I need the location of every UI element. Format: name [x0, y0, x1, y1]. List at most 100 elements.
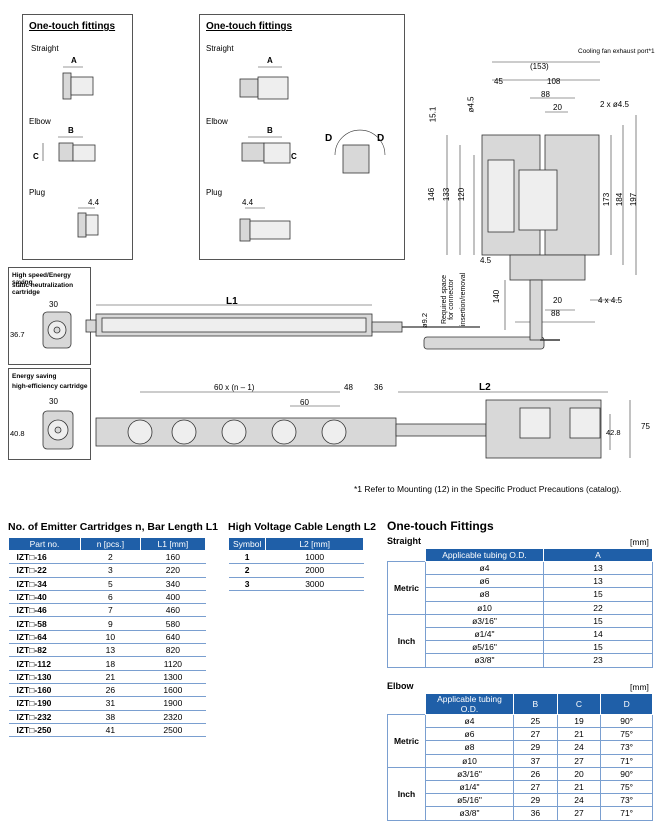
b-cell: 29 — [513, 740, 558, 755]
part-no-cell: IZT□-58 — [8, 616, 81, 631]
col-c: C — [556, 693, 602, 715]
tubing-cell: ø5/16" — [425, 640, 544, 655]
part-no-cell: IZT□-16 — [8, 550, 81, 565]
elbow-unit: [mm] — [630, 682, 649, 692]
dim-173: 173 — [602, 192, 612, 207]
l1-cell: 1300 — [140, 670, 206, 684]
d-cell: 90° — [600, 713, 653, 729]
pitch: 60 — [300, 398, 309, 407]
dim-a: A — [71, 56, 77, 65]
n-cell: 9 — [80, 616, 141, 631]
dim-4-5: 4.5 — [480, 256, 492, 265]
tubing-cell: ø3/8" — [425, 653, 544, 668]
l2-label: L2 — [479, 382, 491, 393]
n-cell: 3 — [80, 563, 141, 578]
dim-plug: 4.4 — [242, 198, 254, 207]
a-cell: 15 — [543, 587, 653, 602]
a-cell: 13 — [543, 560, 653, 576]
dim-48: 48 — [344, 383, 353, 392]
col-tubing: Applicable tubing O.D. — [425, 548, 544, 562]
l1-cell: 400 — [140, 590, 206, 605]
c-cell: 27 — [556, 806, 602, 821]
group-label: Inch — [387, 613, 426, 668]
col-l2: L2 [mm] — [265, 537, 364, 551]
a-cell: 15 — [543, 640, 653, 655]
required-space-2: for connector — [447, 279, 455, 320]
energy-title-1: Energy saving — [12, 373, 57, 380]
cable-diameter: ø9.2 — [420, 312, 430, 329]
dim-146: 146 — [427, 187, 437, 202]
high-speed-title-1: High speed/Energy saving — [12, 272, 71, 286]
col-tubing: Applicable tubing O.D. — [425, 693, 514, 715]
dim-d-right: D — [377, 133, 385, 144]
dim-36: 36 — [374, 383, 383, 392]
col-n: n [pcs.] — [80, 537, 141, 551]
n-cell: 10 — [80, 630, 141, 645]
symbol-cell: 3 — [228, 577, 266, 591]
dim-88: 88 — [541, 90, 550, 99]
group-label: Metric — [387, 714, 426, 768]
dim-b: B — [267, 126, 273, 135]
tubing-cell: ø6 — [425, 574, 544, 589]
n-cell: 31 — [80, 696, 141, 711]
fittings-box-title: One-touch fittings — [29, 21, 116, 32]
fittings-detail-box-1: One-touch fittings Straight Elbow Plug A… — [22, 14, 133, 260]
bar-table-title: No. of Emitter Cartridges n, Bar Length … — [8, 521, 219, 533]
dim-75: 75 — [641, 422, 650, 431]
dim-plug: 4.4 — [88, 198, 100, 207]
c-cell: 21 — [556, 779, 602, 795]
l1-cell: 220 — [140, 563, 206, 578]
l1-cell: 580 — [140, 616, 206, 631]
side-view-drawing — [85, 61, 637, 459]
a-cell: 22 — [543, 600, 653, 615]
high-speed-height: 36.7 — [10, 330, 25, 339]
d-cell: 90° — [600, 766, 653, 781]
n-cell: 2 — [80, 550, 141, 565]
part-no-cell: IZT□-64 — [8, 630, 81, 645]
symbol-cell: 1 — [228, 550, 266, 565]
required-space-3: insertion/removal — [460, 272, 468, 327]
elbow-label: Elbow — [206, 117, 228, 126]
col-d: D — [600, 693, 653, 715]
c-cell: 19 — [556, 713, 602, 729]
n-cell: 6 — [80, 590, 141, 605]
dim-4x45: 4 x 4.5 — [598, 296, 623, 305]
dim-2x45: 2 x ø4.5 — [600, 100, 629, 109]
l2-cell: 3000 — [265, 577, 364, 591]
dim-153: (153) — [530, 62, 549, 71]
energy-title-2: high-efficiency cartridge — [12, 383, 88, 390]
dim-b: B — [68, 126, 74, 135]
part-no-cell: IZT□-130 — [8, 670, 81, 684]
a-cell: 14 — [543, 626, 653, 642]
col-part-no: Part no. — [8, 537, 81, 551]
tubing-cell: ø5/16" — [425, 793, 514, 808]
dim-45: 45 — [494, 77, 503, 86]
l1-cell: 820 — [140, 643, 206, 658]
high-speed-cartridge-drawing — [42, 311, 72, 349]
dim-a: A — [267, 56, 273, 65]
straight-unit: [mm] — [630, 537, 649, 547]
table-header-row: Applicable tubing O.D. B C D — [387, 693, 653, 715]
b-cell: 36 — [513, 806, 558, 821]
l2-cell: 1000 — [265, 550, 364, 565]
footnote: *1 Refer to Mounting (12) in the Specifi… — [354, 484, 622, 494]
group-label: Metric — [387, 561, 426, 615]
col-a: A — [543, 548, 653, 562]
table-row: ø1/4"14 — [388, 626, 653, 642]
tubing-cell: ø1/4" — [425, 779, 514, 795]
